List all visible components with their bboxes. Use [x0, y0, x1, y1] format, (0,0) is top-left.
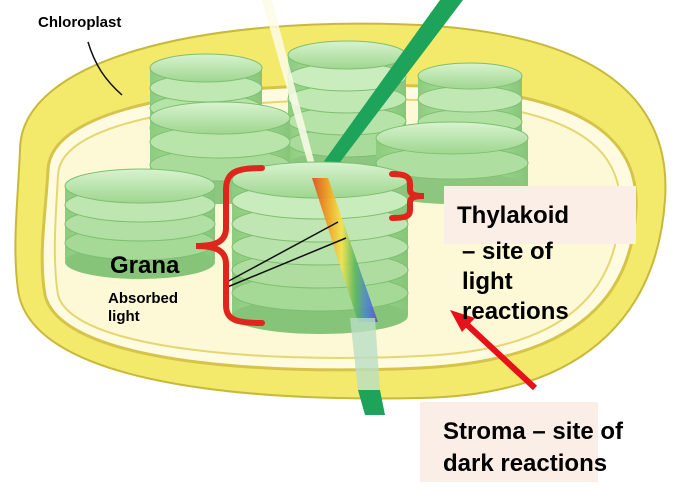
thylakoid-line-3: light: [462, 267, 569, 296]
absorbed-light-label: Absorbed light: [108, 290, 178, 326]
grana-label: Grana: [110, 251, 179, 280]
stroma-label: Stroma – site of dark reactions: [443, 416, 623, 480]
absorbed-light-line-1: Absorbed: [108, 290, 178, 308]
chloroplast-label: Chloroplast: [38, 14, 121, 31]
stroma-line-1: Stroma – site of: [443, 416, 623, 448]
thylakoid-label: Thylakoid – site of light reactions: [462, 201, 569, 326]
thylakoid-line-4: reactions: [462, 297, 569, 326]
absorbed-light-line-2: light: [108, 308, 178, 326]
stroma-line-2: dark reactions: [443, 448, 623, 480]
thylakoid-line-2: – site of: [462, 237, 569, 266]
thylakoid-line-1: Thylakoid: [457, 201, 569, 230]
